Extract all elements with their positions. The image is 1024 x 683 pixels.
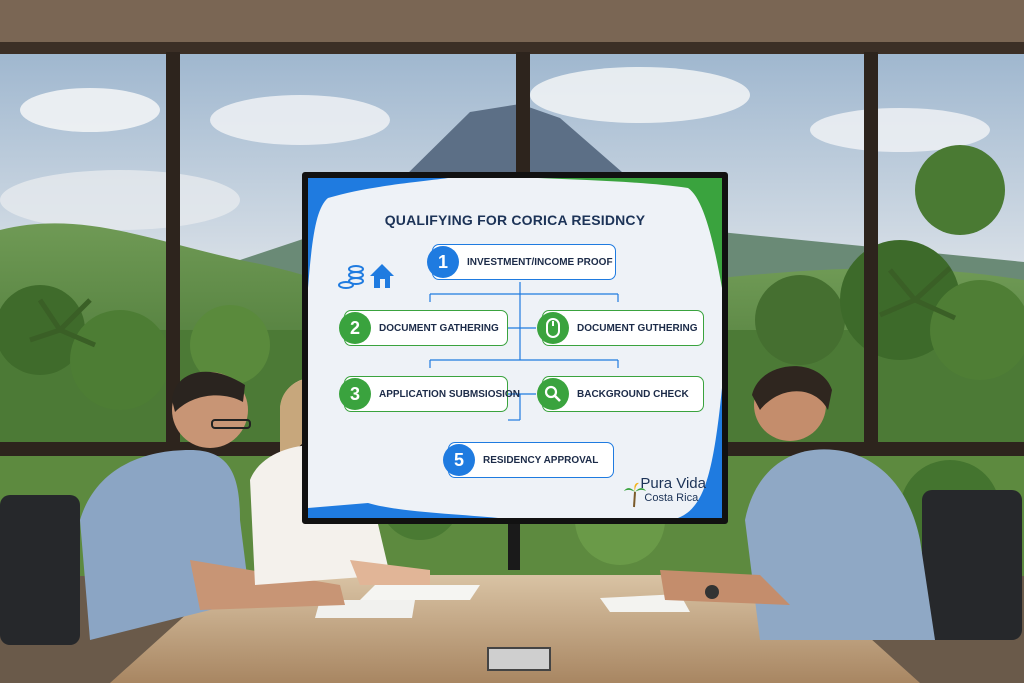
step-1: 1 INVESTMENT/INCOME PROOF	[427, 244, 616, 280]
palm-logo	[624, 482, 646, 508]
step-background-check-label: BACKGROUND CHECK	[577, 388, 689, 400]
magnifier-icon	[537, 378, 569, 410]
slide-decoration	[308, 178, 722, 518]
brand-subtitle: Costa Rica	[644, 492, 699, 504]
step-document-check: DOCUMENT GUTHERING	[537, 310, 704, 346]
presentation-screen: QUALIFYING FOR CORICA RESIDNCY 1 INVESTM…	[302, 172, 728, 524]
step-5-number: 5	[443, 444, 475, 476]
step-document-check-label: DOCUMENT GUTHERING	[577, 322, 698, 334]
mouse-icon	[537, 312, 569, 344]
step-3-label: APPLICATION SUBMSIOSION	[379, 388, 520, 400]
brand-name: Pura Vida	[640, 475, 706, 492]
step-5: 5 RESIDENCY APPROVAL	[443, 442, 614, 478]
step-2-number: 2	[339, 312, 371, 344]
step-3: 3 APPLICATION SUBMSIOSION	[339, 376, 520, 412]
step-3-number: 3	[339, 378, 371, 410]
coins-house-icon	[338, 264, 394, 289]
step-1-number: 1	[427, 246, 459, 278]
step-5-label: RESIDENCY APPROVAL	[483, 454, 599, 466]
step-2-label: DOCUMENT GATHERING	[379, 322, 499, 334]
slide-title: QUALIFYING FOR CORICA RESIDNCY	[384, 212, 646, 228]
step-1-label: INVESTMENT/INCOME PROOF	[467, 256, 613, 268]
step-2: 2 DOCUMENT GATHERING	[339, 310, 508, 346]
brand: Pura Vida Costa Rica	[640, 475, 706, 504]
step-background-check: BACKGROUND CHECK	[537, 376, 704, 412]
